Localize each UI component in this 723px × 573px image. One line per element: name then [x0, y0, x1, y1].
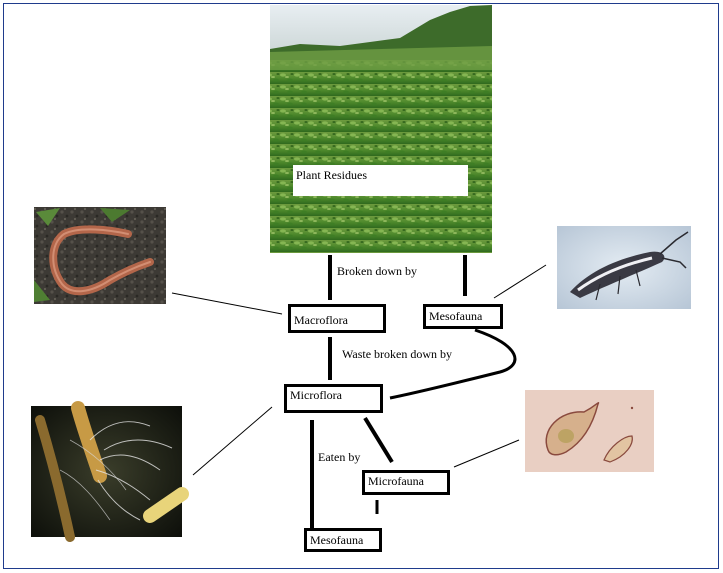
- fungal-hyphae-image: [31, 401, 189, 542]
- node-mesofauna-top: Mesofauna: [423, 304, 503, 329]
- node-macroflora: Macroflora: [288, 304, 386, 333]
- springtail-image: [557, 226, 691, 309]
- earthworm-image: [34, 207, 166, 304]
- connector-lines: [171, 255, 547, 528]
- pointer-earthworm: [171, 292, 283, 315]
- protozoa-image: [525, 390, 654, 472]
- plant-residues-image: [270, 5, 492, 253]
- node-microfauna: Microfauna: [362, 470, 450, 495]
- edge-label-waste-broken-down-by: Waste broken down by: [342, 347, 453, 361]
- pointer-protozoa: [453, 439, 520, 468]
- node-mesofauna-bottom: Mesofauna: [304, 528, 382, 552]
- pointer-hyphae: [192, 406, 273, 476]
- edge-label-broken-down-by: Broken down by: [337, 264, 417, 278]
- pointer-springtail: [493, 264, 547, 299]
- diagram-frame: [3, 3, 719, 569]
- plant-residues-label: Plant Residues: [293, 165, 468, 196]
- node-microflora: Microflora: [284, 384, 383, 413]
- line-microflora-to-microfauna: [363, 416, 394, 464]
- edge-label-eaten-by: Eaten by: [318, 450, 361, 464]
- curve-mesofauna-to-microflora: [389, 328, 517, 400]
